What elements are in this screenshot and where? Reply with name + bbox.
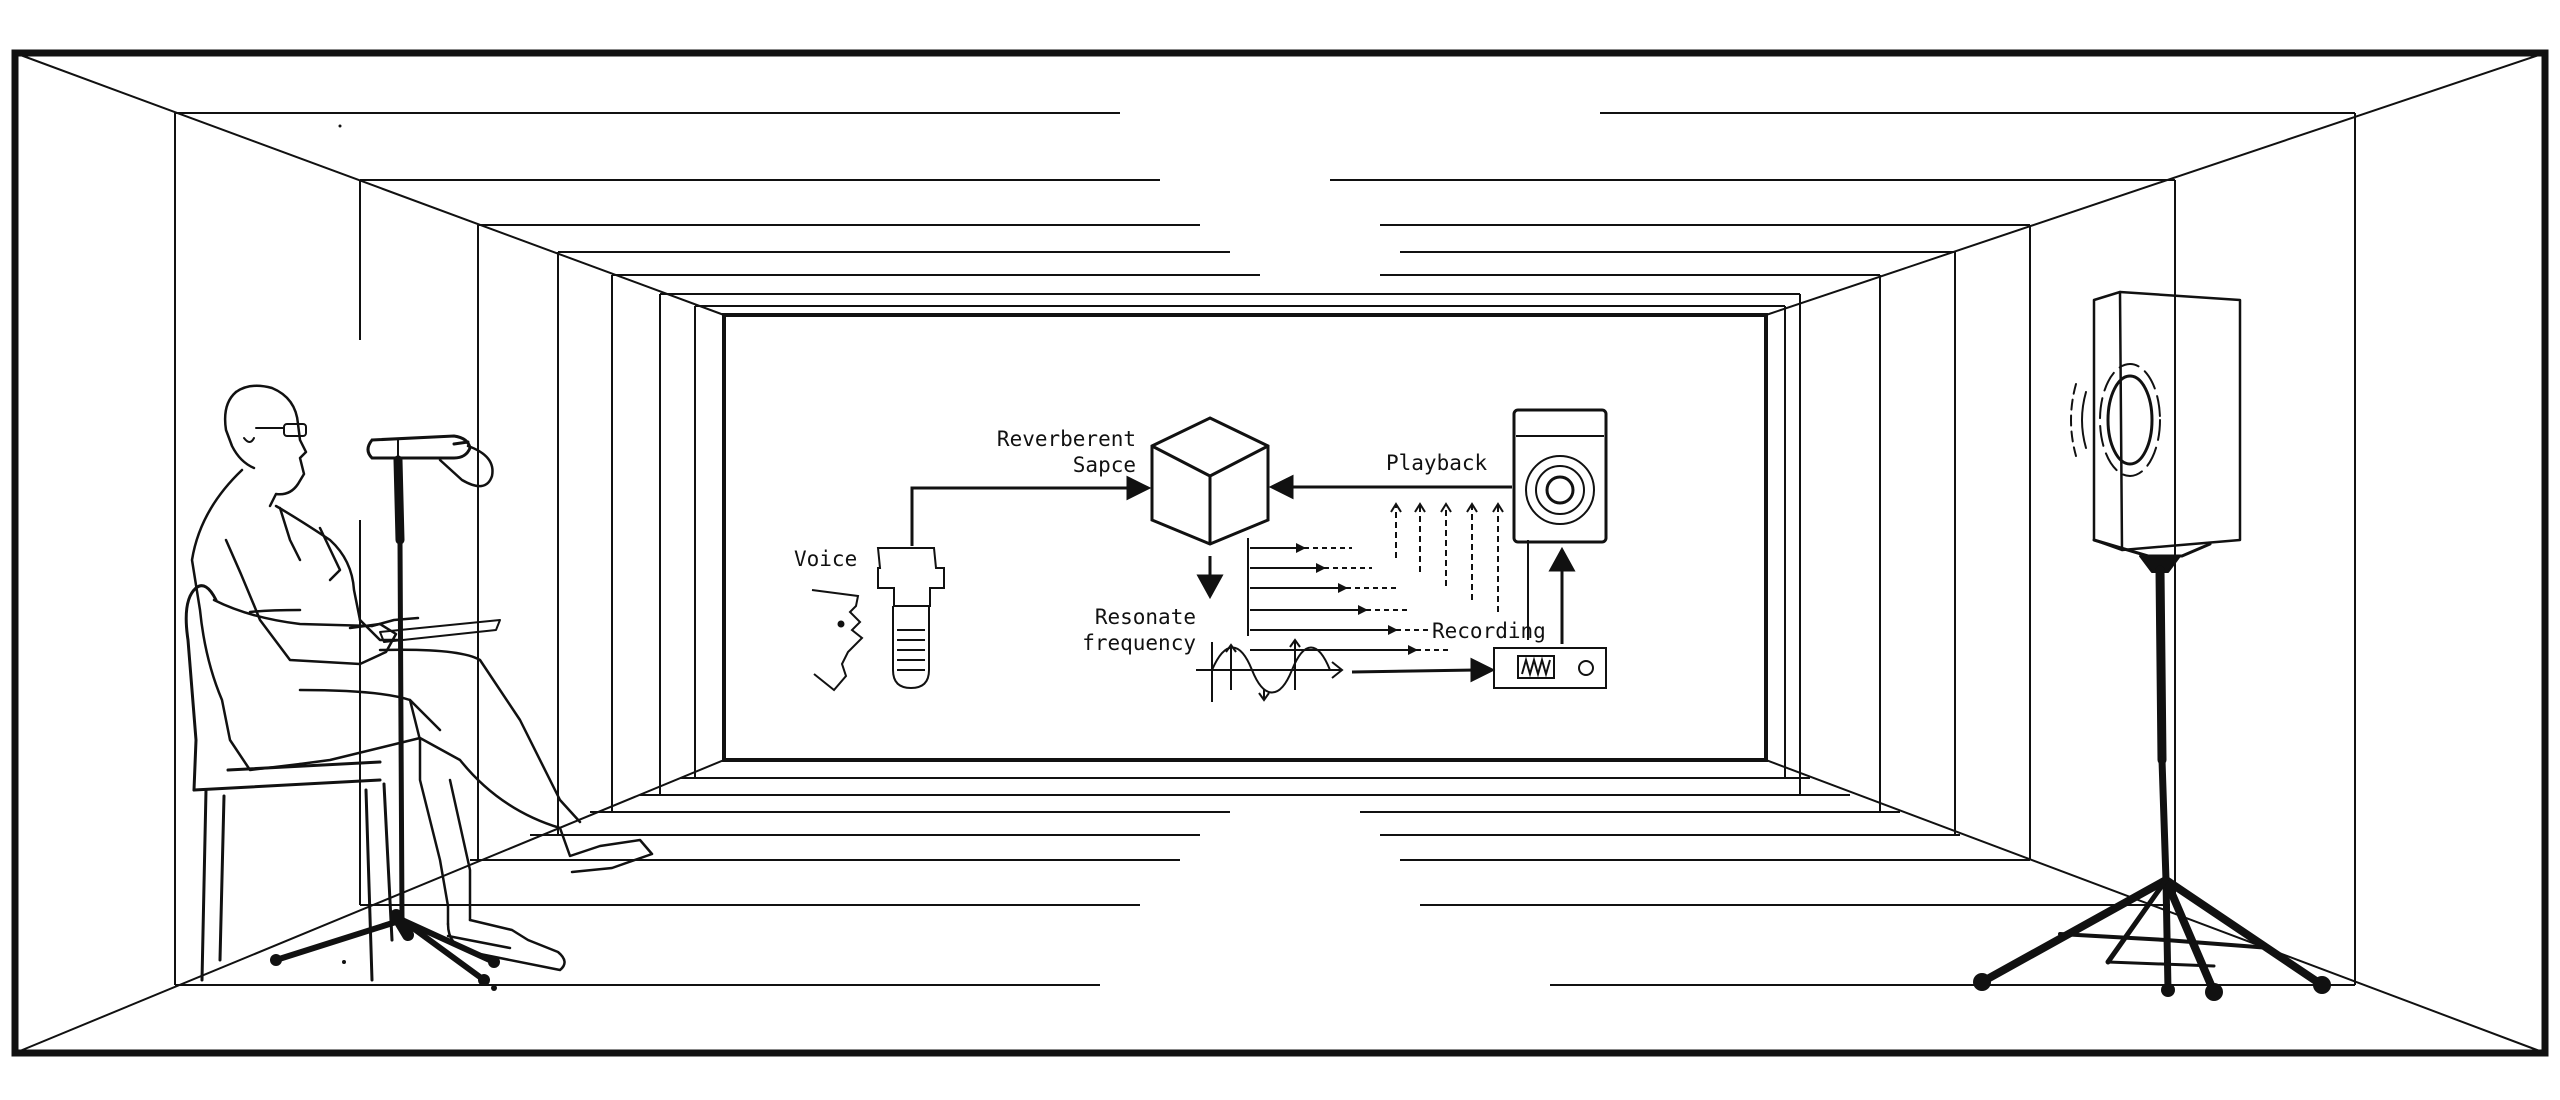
playback-speaker-icon	[1512, 408, 1608, 544]
room-edge-top-left	[14, 52, 725, 316]
left-wall-lines	[174, 113, 696, 985]
ceiling-lines	[175, 112, 2355, 307]
arrow-resonance-to-recording	[1351, 668, 1477, 674]
reverberant-space-label-line2: Sapce	[1072, 453, 1136, 477]
right-wall-lines	[1784, 113, 2356, 985]
playback-label: Playback	[1386, 451, 1488, 475]
mic-stand-feet	[270, 124, 500, 991]
resonate-frequency-label-line1: Resonate	[1094, 605, 1196, 629]
recording-label: Recording	[1432, 619, 1546, 643]
mic-stand	[273, 434, 497, 983]
reverberant-space-cube-icon	[1150, 416, 1270, 546]
outer-frame	[11, 49, 2549, 1057]
room-edge-top-right	[1765, 52, 2546, 316]
seated-person	[190, 384, 654, 972]
playback-up-arrows	[1395, 506, 1499, 612]
face-profile-icon	[811, 589, 864, 692]
resonate-frequency-label-line2: frequency	[1082, 631, 1196, 655]
signal-diagram	[811, 408, 1608, 702]
floor-lines	[175, 777, 2355, 986]
speaker-stand-feet	[1973, 973, 2331, 1001]
recorder-icon	[1493, 647, 1607, 689]
reflection-arrows	[1250, 547, 1450, 651]
speaker-on-stand	[1978, 290, 2326, 996]
chair	[184, 584, 394, 982]
room-edge-bottom-right	[1765, 759, 2546, 1054]
reverberant-space-label-line1: Reverberent	[996, 427, 1136, 451]
microphone-icon	[876, 547, 945, 690]
arrow-voice-to-space	[910, 486, 1132, 546]
back-wall	[722, 313, 1768, 762]
voice-label: Voice	[794, 547, 858, 571]
